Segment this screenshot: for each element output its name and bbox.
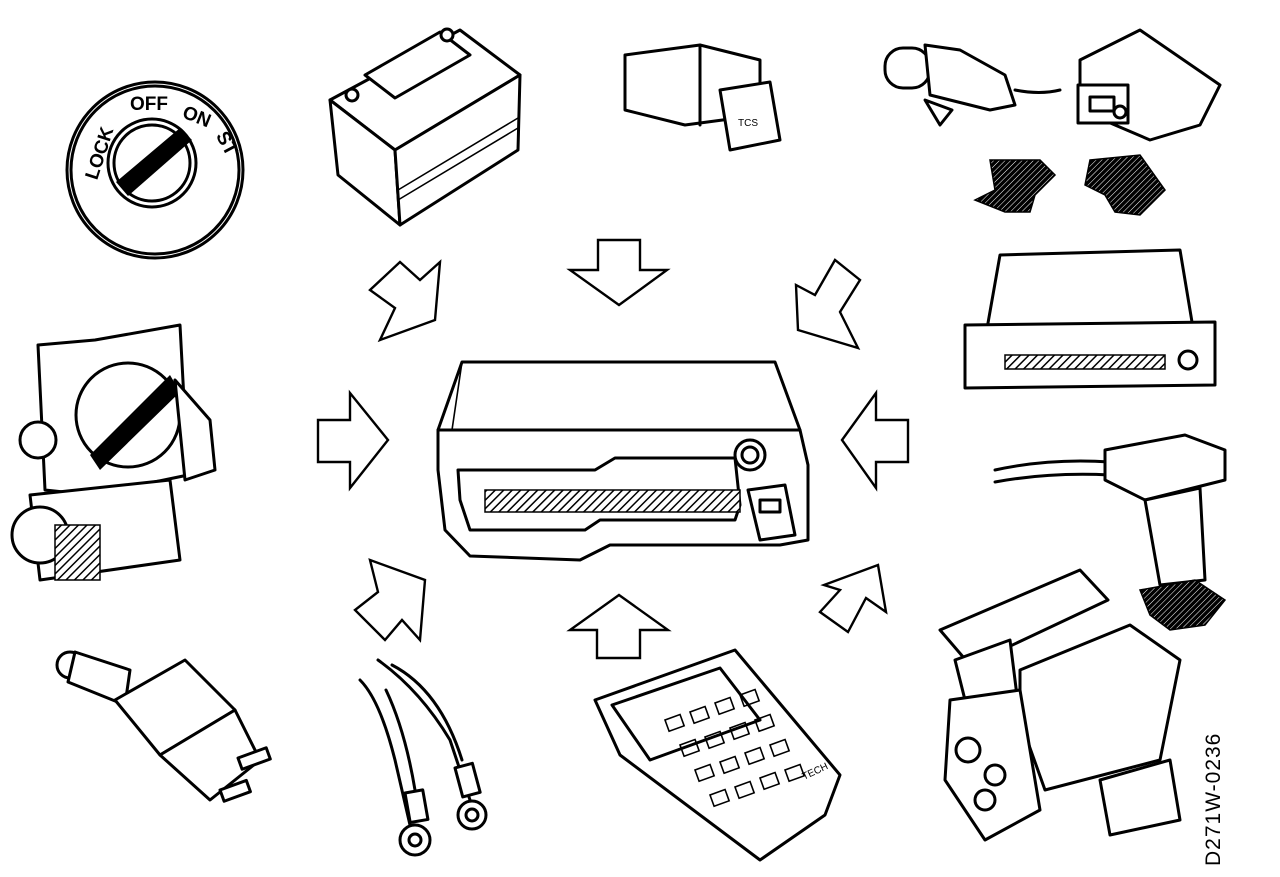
engine-control-module	[963, 248, 1217, 390]
input-arrow-crank-sensor	[840, 389, 910, 492]
input-arrow-ecm	[794, 258, 862, 350]
input-arrow-battery	[368, 259, 442, 343]
central-control-module	[436, 360, 810, 562]
signal-arrow-tps	[1084, 154, 1166, 216]
ignition-coil	[938, 568, 1182, 842]
ground-wires	[358, 658, 488, 857]
input-arrow-tcs-switch	[566, 238, 671, 307]
speed-sensor	[883, 43, 1062, 127]
signal-arrow-speed-sensor	[973, 159, 1057, 213]
ignition-label-off: OFF	[130, 94, 168, 115]
tcs-switch-label: TCS	[738, 118, 758, 129]
throttle-body	[10, 323, 217, 582]
input-arrow-scan-tool	[566, 593, 672, 660]
scan-tool: TECH	[593, 648, 842, 862]
input-arrow-ground-wires	[353, 558, 427, 643]
ignition-switch: LOCK OFF ON ST	[65, 80, 245, 260]
brake-switch	[55, 650, 272, 803]
throttle-position-sensor	[1076, 28, 1222, 142]
figure-id: D271W-0236	[1202, 732, 1225, 866]
input-arrow-throttle-body	[316, 389, 390, 492]
signal-arrow-crank-sensor	[1138, 579, 1227, 631]
crank-position-sensor	[993, 433, 1227, 587]
input-arrow-ignition-coil	[818, 563, 888, 634]
tcs-switch: TCS	[623, 43, 782, 152]
battery	[328, 27, 522, 227]
